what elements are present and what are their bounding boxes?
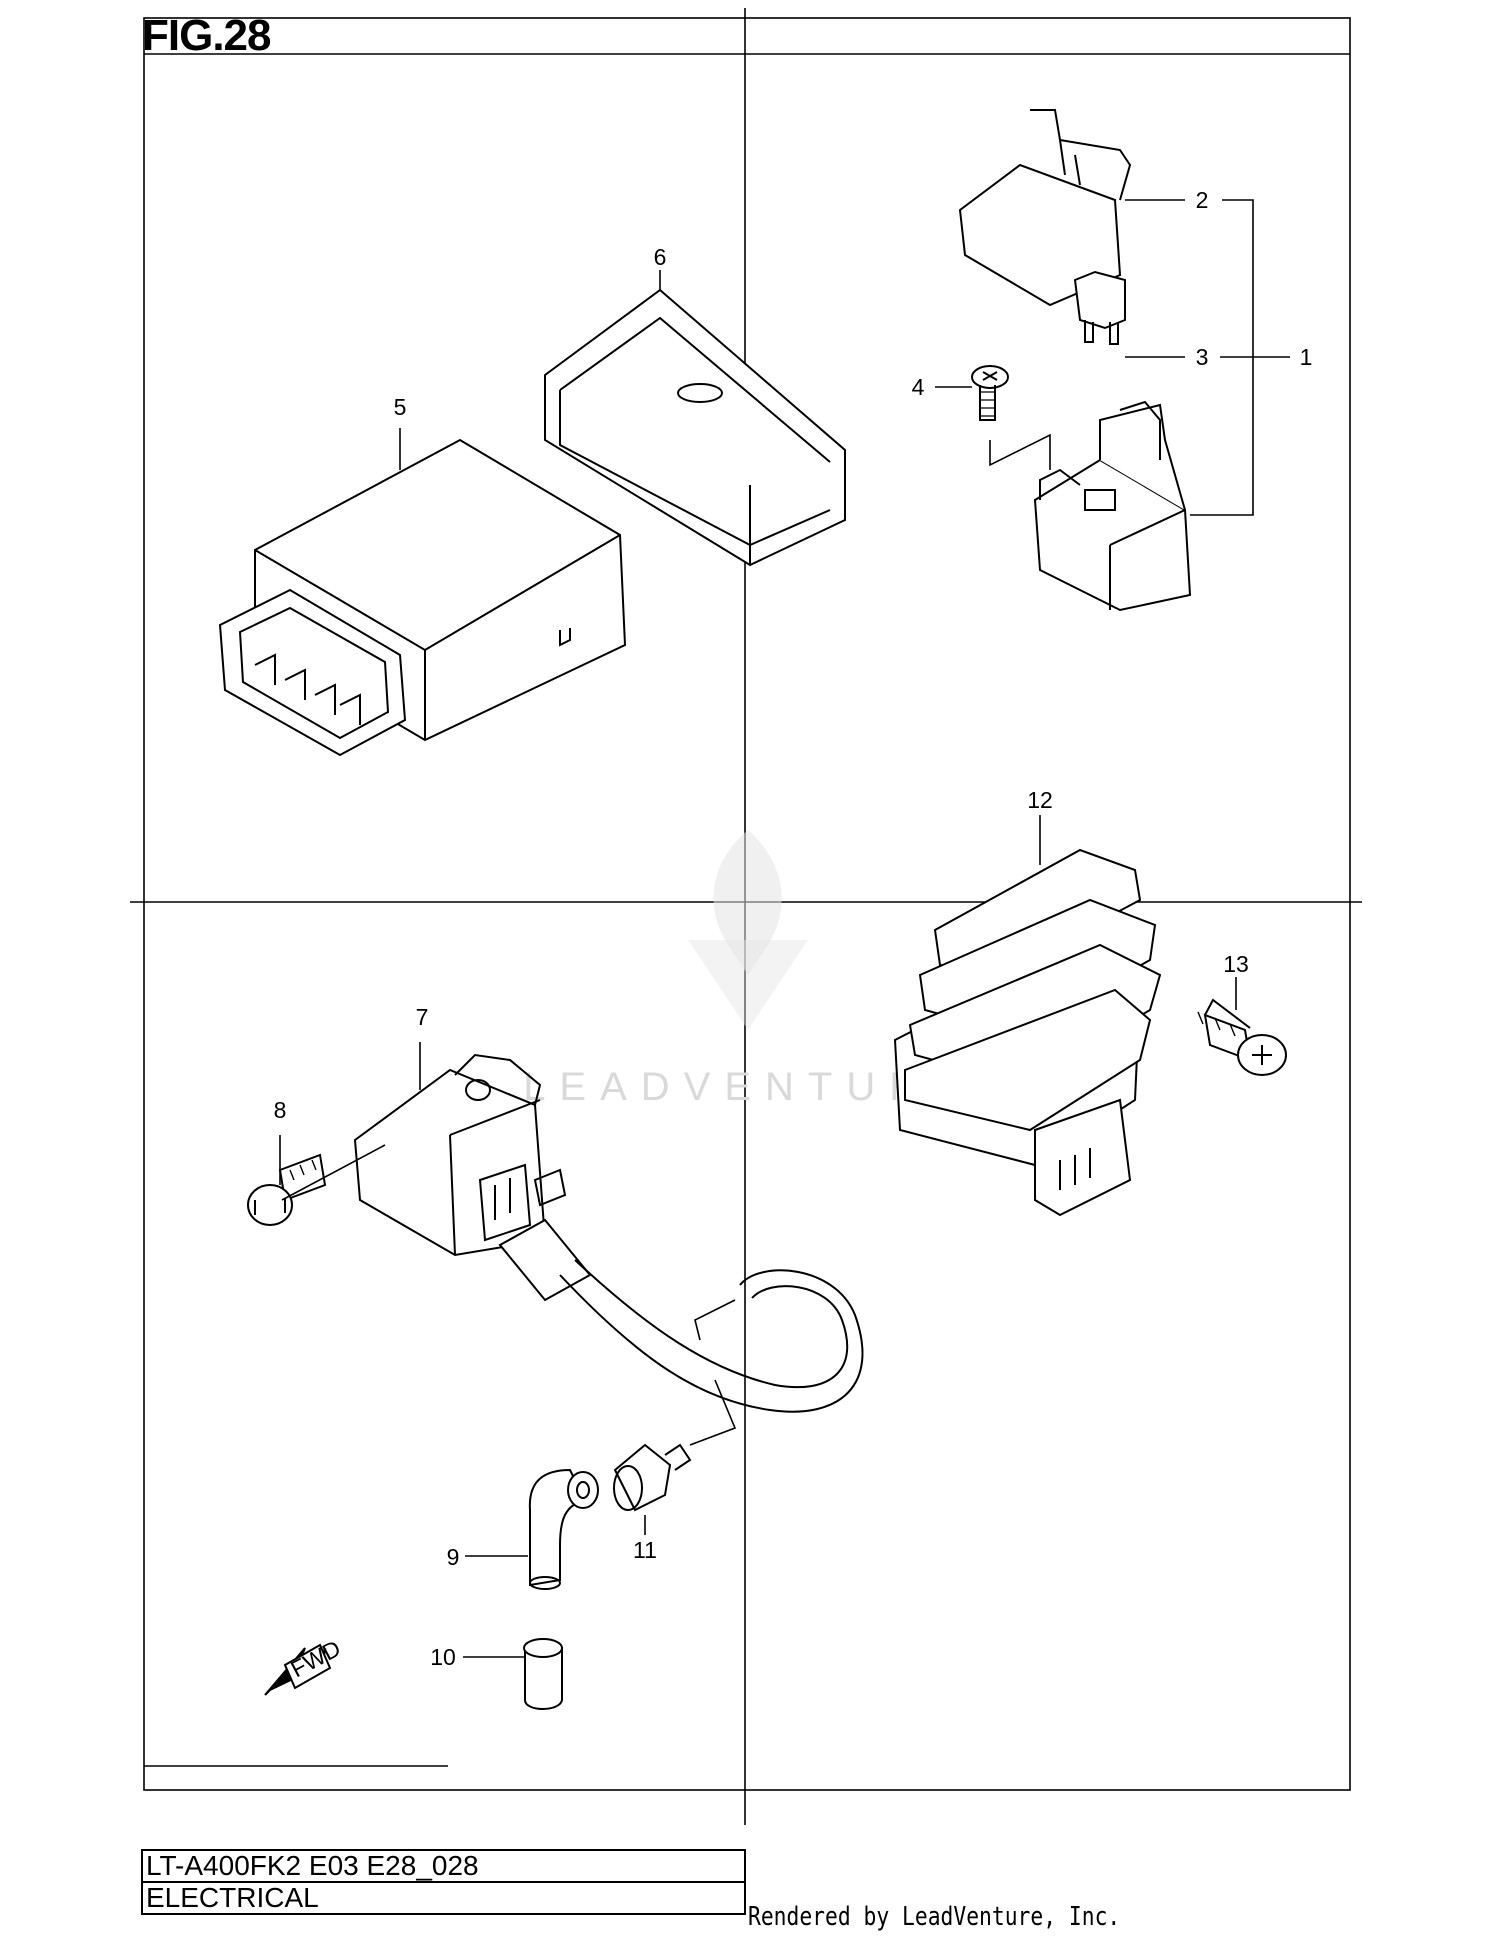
- callout-3: 3: [1196, 344, 1209, 370]
- part-4-leader-zigzag: [989, 433, 1051, 470]
- part-6-cover: [544, 288, 846, 567]
- callout-1: 1: [1300, 344, 1313, 370]
- callout-12: 12: [1027, 787, 1053, 813]
- lead-break-zigzag: [694, 1299, 736, 1341]
- callout-5: 5: [394, 394, 407, 420]
- leader-lines: [279, 199, 1290, 1658]
- part-10-cap-cover: [523, 1638, 563, 1710]
- part-8-leader: [281, 1144, 386, 1201]
- rendered-by-credit: Rendered by LeadVenture, Inc.: [748, 1902, 1121, 1932]
- part-12-regulator-rectifier: [893, 848, 1162, 1217]
- callout-9: 9: [447, 1544, 460, 1570]
- part-1-starter-relay: [1033, 400, 1192, 612]
- part-4-screw: [971, 365, 1009, 421]
- part-3-fuse: [1073, 270, 1126, 345]
- model-code: LT-A400FK2 E03 E28_028: [146, 1850, 479, 1881]
- figure-title: FIG.28: [142, 11, 271, 60]
- model-code-box: LT-A400FK2 E03 E28_028: [141, 1849, 746, 1883]
- watermark-logo: [688, 830, 808, 1030]
- part-7-ignition-coil: [353, 1053, 567, 1257]
- callout-4: 4: [912, 374, 925, 400]
- part-11-terminal-cap: [613, 1443, 692, 1512]
- part-13-bolt: [1197, 998, 1287, 1076]
- fwd-arrow-icon: [264, 1643, 332, 1696]
- watermark-text: LEADVENTURE: [523, 1065, 973, 1109]
- part-2-relay-cap: [958, 109, 1132, 307]
- part-8-bolt: [247, 1153, 327, 1226]
- part-9-plug-cap: [528, 1468, 599, 1590]
- callout-10: 10: [430, 1644, 456, 1670]
- section-box: ELECTRICAL: [141, 1881, 746, 1915]
- diagram-frame: [130, 8, 1362, 1825]
- callout-13: 13: [1223, 951, 1249, 977]
- section-name: ELECTRICAL: [146, 1882, 319, 1913]
- callout-7: 7: [416, 1004, 429, 1030]
- callout-8: 8: [274, 1097, 287, 1123]
- part-5-igniter-unit: [218, 438, 627, 757]
- callout-6: 6: [654, 244, 667, 270]
- callout-2: 2: [1196, 187, 1209, 213]
- part-7-spark-lead: [498, 1218, 864, 1413]
- callout-11: 11: [633, 1537, 657, 1563]
- lead-connector-line: [689, 1379, 737, 1446]
